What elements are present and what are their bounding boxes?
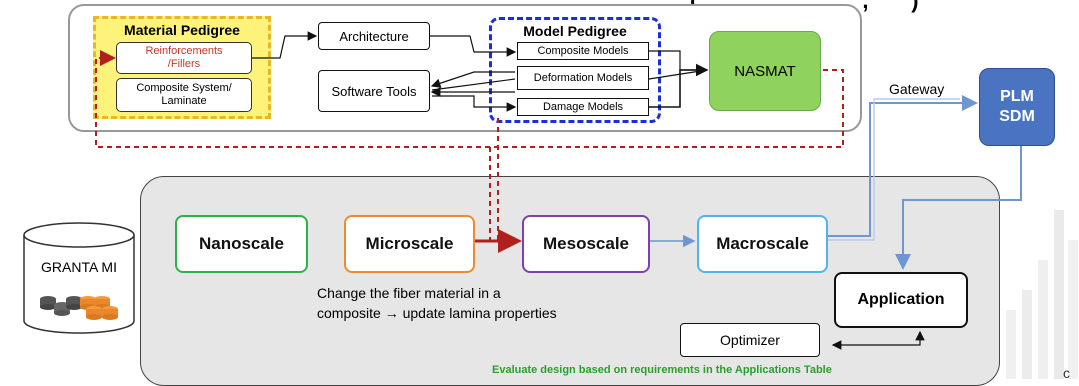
mesoscale-box: Mesoscale bbox=[522, 215, 650, 273]
footer-text: Evaluate design based on requirements in… bbox=[492, 364, 832, 376]
database-cylinder-icon bbox=[23, 222, 135, 334]
model-pedigree-title: Model Pedigree bbox=[523, 23, 627, 39]
composite-system-laminate-item: Composite System/ Laminate bbox=[116, 78, 252, 112]
granta-mi-database: GRANTA MI bbox=[18, 215, 140, 335]
reinforcements-fillers-item: Reinforcements /Fillers bbox=[116, 42, 252, 74]
architecture-box: Architecture bbox=[318, 22, 430, 50]
macroscale-box: Macroscale bbox=[697, 215, 828, 273]
bars-graphic bbox=[1006, 210, 1078, 379]
background-bars-decoration bbox=[1000, 200, 1079, 379]
gateway-label: Gateway bbox=[889, 81, 945, 97]
nanoscale-box: Nanoscale bbox=[175, 215, 308, 273]
note-line-1: Change the fiber material in a bbox=[317, 285, 501, 301]
deformation-models-item: Deformation Models bbox=[517, 66, 649, 90]
microscale-box: Microscale bbox=[344, 215, 475, 273]
composite-models-item: Composite Models bbox=[517, 42, 649, 60]
material-pedigree-title: Material Pedigree bbox=[124, 22, 240, 38]
stray-glyph: c bbox=[1063, 365, 1070, 379]
sdm-label: SDM bbox=[999, 108, 1035, 125]
nasmat-box: NASMAT bbox=[709, 31, 821, 111]
granta-mi-label: GRANTA MI bbox=[41, 259, 117, 275]
application-box: Application bbox=[834, 272, 968, 328]
storage-disks-icon bbox=[40, 296, 118, 320]
software-tools-box: Software Tools bbox=[318, 70, 430, 112]
damage-models-item: Damage Models bbox=[517, 98, 649, 116]
plm-label: PLM bbox=[1000, 88, 1034, 105]
note-line-2: composite → update lamina properties bbox=[317, 305, 557, 321]
optimizer-box: Optimizer bbox=[680, 323, 820, 357]
plm-sdm-box: PLM SDM bbox=[979, 68, 1055, 146]
